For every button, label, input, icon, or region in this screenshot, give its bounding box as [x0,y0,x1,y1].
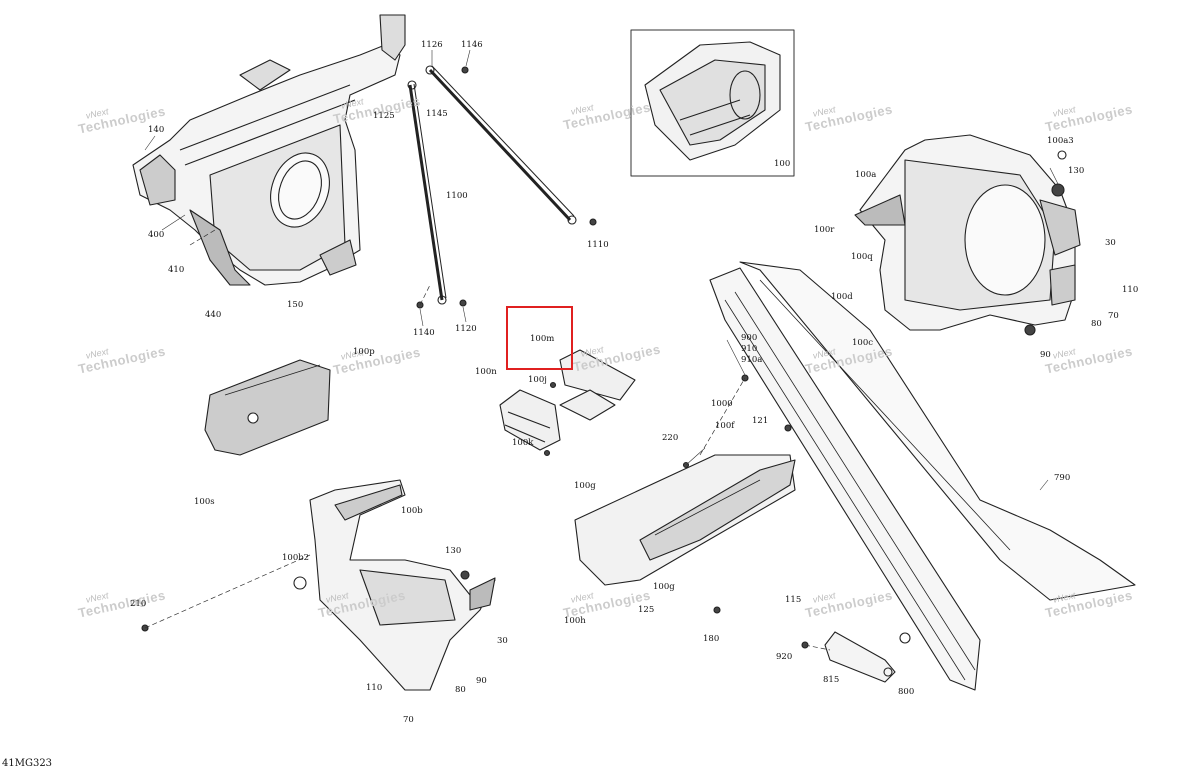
side-rail-900 [709,261,1136,691]
callout-100f[interactable]: 100f [715,421,735,431]
callout-220[interactable]: 220 [662,433,679,443]
callout-1110[interactable]: 1110 [587,240,609,250]
callout-100a3[interactable]: 100a3 [1047,136,1074,146]
callout-1120[interactable]: 1120 [455,324,477,334]
callout-30-lower[interactable]: 30 [497,636,508,646]
callout-100a[interactable]: 100a [855,170,877,180]
callout-440[interactable]: 440 [205,310,222,320]
callout-100b[interactable]: 100b [401,506,423,516]
callout-90-lower[interactable]: 90 [476,676,487,686]
callout-100q[interactable]: 100q [851,252,873,262]
callout-110-lower[interactable]: 110 [366,683,383,693]
callout-70-right[interactable]: 70 [1108,311,1119,321]
callout-800[interactable]: 800 [898,687,915,697]
highlight-box-100m [506,306,573,370]
callout-125[interactable]: 125 [638,605,655,615]
callout-130-right[interactable]: 130 [1068,166,1085,176]
callout-900[interactable]: 900 [741,333,758,343]
callout-100c[interactable]: 100c [852,338,873,348]
brackets-100n-100j [499,349,636,457]
callout-140[interactable]: 140 [148,125,165,135]
callout-1000[interactable]: 1000 [711,399,733,409]
front-frame-upper-left [132,14,406,286]
callout-100k[interactable]: 100k [512,438,534,448]
callout-100s[interactable]: 100s [194,497,215,507]
skid-plate-100p [204,359,331,456]
callout-100r[interactable]: 100r [814,225,835,235]
callout-150[interactable]: 150 [287,300,304,310]
callout-100[interactable]: 100 [774,159,791,169]
inset-frame-100 [630,29,795,177]
leader-lines [144,229,831,651]
callout-100h[interactable]: 100h [564,616,586,626]
callout-1140[interactable]: 1140 [413,328,435,338]
callout-130-lower[interactable]: 130 [445,546,462,556]
callout-100g-lower[interactable]: 100g [653,582,675,592]
callout-30-right[interactable]: 30 [1105,238,1116,248]
callout-80-right[interactable]: 80 [1091,319,1102,329]
callout-leaders [144,49,1059,491]
callout-1146[interactable]: 1146 [461,40,483,50]
callout-1100[interactable]: 1100 [446,191,468,201]
callout-920[interactable]: 920 [776,652,793,662]
callout-790[interactable]: 790 [1054,473,1071,483]
callout-70-lower[interactable]: 70 [403,715,414,725]
callout-110-right[interactable]: 110 [1122,285,1139,295]
callout-910a[interactable]: 910a [741,355,763,365]
callout-100j[interactable]: 100j [528,375,547,385]
callout-100p[interactable]: 100p [353,347,375,357]
diagram-code: 41MG323 [2,758,53,769]
callout-115[interactable]: 115 [785,595,802,605]
callout-80-lower[interactable]: 80 [455,685,466,695]
callout-100m[interactable]: 100m [530,334,555,344]
tie-rods [407,65,597,309]
callout-121[interactable]: 121 [752,416,769,426]
callout-1125[interactable]: 1125 [373,111,395,121]
callout-410[interactable]: 410 [168,265,185,275]
callout-100n[interactable]: 100n [475,367,497,377]
callout-100d[interactable]: 100d [831,292,853,302]
lower-frame-100b [141,479,496,691]
callout-100g-upper[interactable]: 100g [574,481,596,491]
callout-1126[interactable]: 1126 [421,40,443,50]
callout-180[interactable]: 180 [703,634,720,644]
callout-210[interactable]: 210 [130,599,147,609]
floor-pan-100f [574,424,796,614]
callout-910[interactable]: 910 [741,344,758,354]
callout-100b2[interactable]: 100b2 [282,553,310,563]
callout-815[interactable]: 815 [823,675,840,685]
front-frame-right [854,134,1081,336]
callout-90-right[interactable]: 90 [1040,350,1051,360]
link-800 [801,631,896,683]
callout-400[interactable]: 400 [148,230,165,240]
callout-1145[interactable]: 1145 [426,109,448,119]
